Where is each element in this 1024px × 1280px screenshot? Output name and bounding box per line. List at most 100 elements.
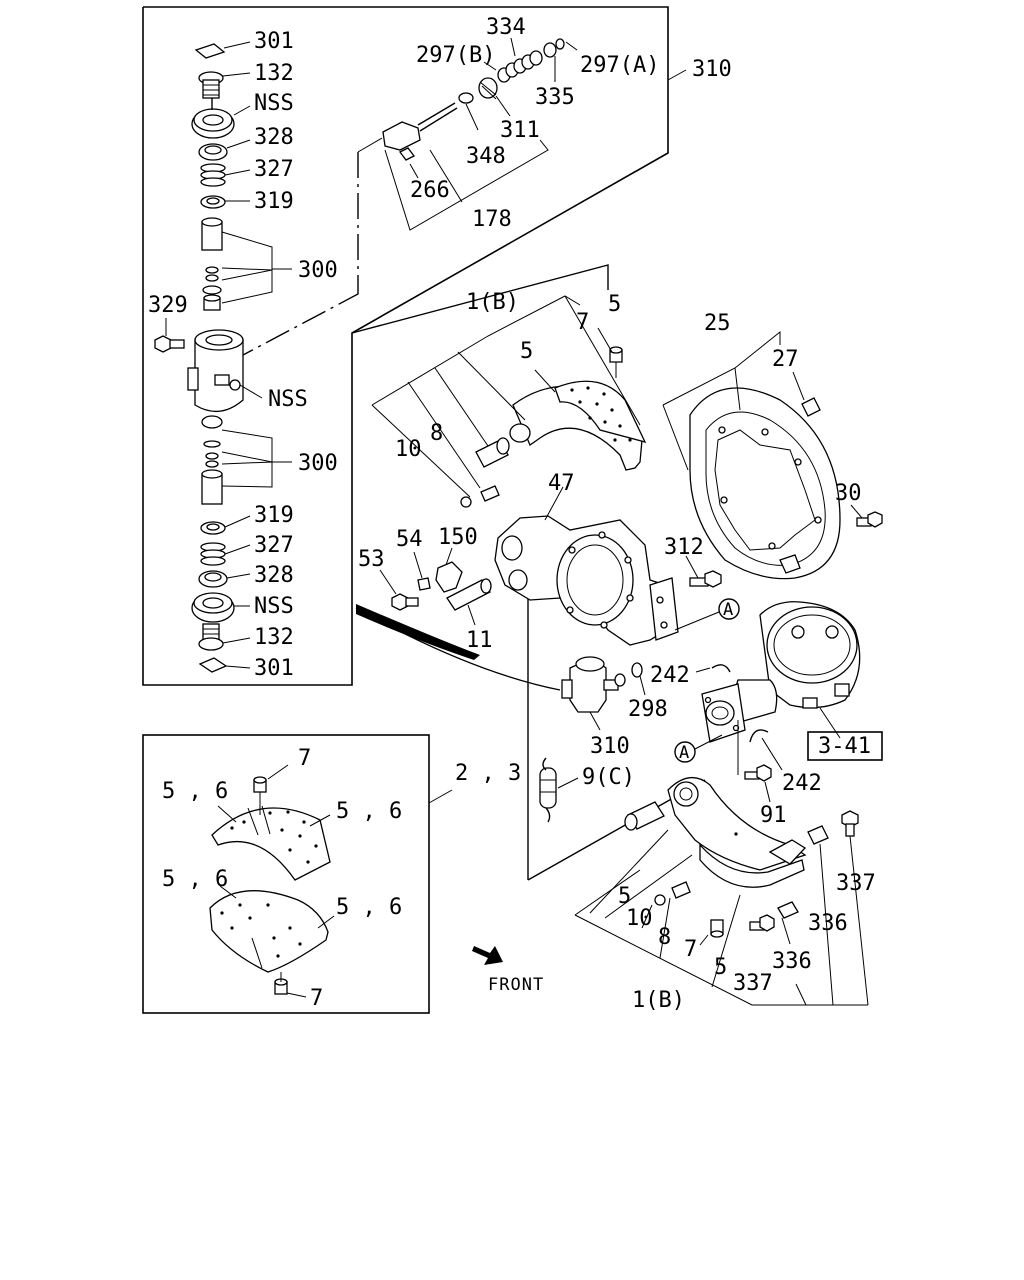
callout-labels: 301 132 NSS 328 327 319 300 329 NSS 300 … (148, 15, 876, 1013)
part-9c-spring (539, 757, 579, 823)
label-336-a: 336 (808, 911, 848, 936)
label-319-bot: 319 (254, 503, 294, 528)
inset-shoe-top (211, 764, 331, 881)
part-319-bot (200, 515, 251, 535)
part-242-clip-a (695, 664, 731, 673)
part-25-backing-plate (662, 330, 841, 580)
label-310-top: 310 (692, 57, 732, 82)
label-nss-top: NSS (254, 91, 294, 116)
part-nss-bot (191, 592, 250, 623)
front-arrow-icon (472, 946, 503, 965)
label-8-b: 8 (658, 925, 671, 950)
label-335: 335 (535, 85, 575, 110)
label-1b-bot: 1(B) (632, 988, 685, 1013)
frame-inset-shoes (142, 734, 430, 1014)
label-298: 298 (628, 697, 668, 722)
part-310-push-rod (382, 37, 687, 231)
label-5-6-d: 5 , 6 (336, 895, 402, 920)
part-47-spider (494, 486, 679, 646)
label-337-a: 337 (836, 871, 876, 896)
label-7-inset-top: 7 (298, 746, 311, 771)
label-266: 266 (410, 178, 450, 203)
label-132-top: 132 (254, 61, 294, 86)
label-319-top: 319 (254, 189, 294, 214)
part-53-bolt (379, 569, 419, 611)
label-337-b: 337 (733, 971, 773, 996)
label-327-bot: 327 (254, 533, 294, 558)
label-348: 348 (466, 144, 506, 169)
label-328-top: 328 (254, 125, 294, 150)
label-7-a: 7 (576, 310, 589, 335)
label-5-6-b: 5 , 6 (336, 799, 402, 824)
part-310-wheel-cylinder (561, 656, 626, 731)
label-53: 53 (358, 547, 385, 572)
label-54: 54 (396, 527, 423, 552)
label-301-top: 301 (254, 29, 294, 54)
label-front: FRONT (488, 975, 544, 995)
label-301-bot: 301 (254, 656, 294, 681)
part-329-bolt (154, 318, 185, 353)
lining-holes-upper (570, 386, 632, 442)
part-30-bolt (850, 504, 883, 528)
label-327-top: 327 (254, 157, 294, 182)
label-297b: 297(B) (416, 43, 495, 68)
label-310-mid: 310 (590, 734, 630, 759)
label-25: 25 (704, 311, 731, 336)
label-5-a: 5 (608, 292, 621, 317)
part-11-anchor-pin (446, 578, 492, 626)
label-300-bot: 300 (298, 451, 338, 476)
part-312-bolt (685, 555, 722, 588)
label-297a: 297(A) (580, 53, 659, 78)
label-300-top: 300 (298, 258, 338, 283)
label-5-b: 5 (520, 339, 533, 364)
label-10-a: 10 (395, 437, 422, 462)
label-329: 329 (148, 293, 188, 318)
label-178: 178 (472, 207, 512, 232)
label-312: 312 (664, 535, 704, 560)
inset-shoe-bottom (209, 885, 335, 998)
label-9c: 9(C) (582, 765, 635, 790)
part-298-ring (631, 662, 646, 696)
label-5-c: 5 (618, 884, 631, 909)
label-311: 311 (500, 118, 540, 143)
label-5-6-a: 5 , 6 (162, 779, 228, 804)
label-132-bot: 132 (254, 625, 294, 650)
label-47: 47 (548, 471, 575, 496)
label-242-b: 242 (782, 771, 822, 796)
part-319-top (200, 195, 250, 209)
left-column-parts (154, 41, 383, 673)
inset-leader (428, 789, 453, 804)
label-2-3: 2 , 3 (455, 761, 521, 786)
label-328-bot: 328 (254, 563, 294, 588)
part-327-bot (200, 542, 251, 566)
pointer-arrow (355, 604, 561, 691)
reference-a-1 (674, 598, 740, 631)
label-30: 30 (835, 481, 862, 506)
label-7-b: 7 (684, 937, 697, 962)
label-a-2: A (679, 743, 690, 763)
part-brake-shoe-upper (371, 295, 647, 508)
part-301-top (194, 41, 251, 59)
label-334: 334 (486, 15, 526, 40)
label-1b-top: 1(B) (466, 290, 519, 315)
part-nss-wheel-cylinder (187, 329, 263, 412)
part-328-bot (198, 570, 251, 588)
label-5-6-c: 5 , 6 (162, 867, 228, 892)
label-nss-mid: NSS (268, 387, 308, 412)
label-336-b: 336 (772, 949, 812, 974)
part-brake-shoe-lower (574, 777, 869, 1006)
label-nss-bot: NSS (254, 594, 294, 619)
part-132-top (198, 71, 251, 99)
part-132-bot (198, 623, 251, 651)
part-nss-top (191, 105, 251, 139)
label-8-a: 8 (430, 421, 443, 446)
label-27: 27 (772, 347, 799, 372)
label-5-d: 5 (714, 955, 727, 980)
label-11: 11 (466, 628, 493, 653)
part-242-clip-b (749, 729, 783, 771)
part-328-top (198, 139, 251, 161)
label-10-b: 10 (626, 906, 653, 931)
label-91: 91 (760, 803, 787, 828)
label-a-1: A (723, 600, 734, 620)
